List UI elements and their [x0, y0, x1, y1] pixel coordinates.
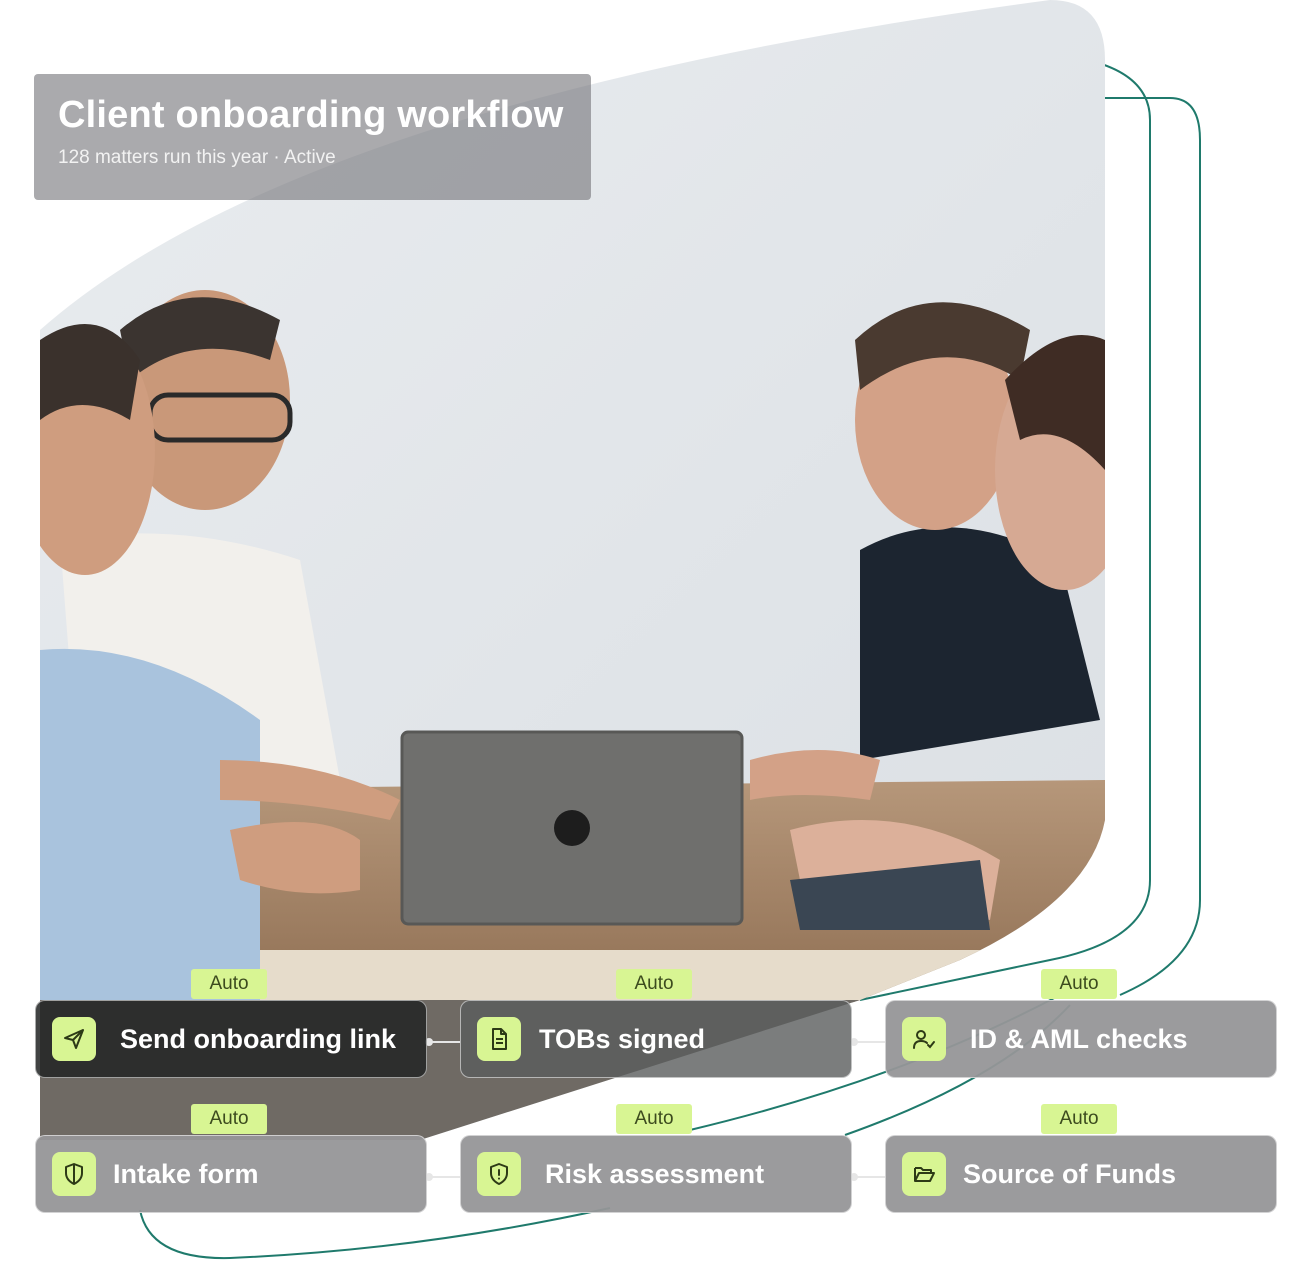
workflow-status: 128 matters run this year · Active — [58, 147, 336, 168]
step-label: Source of Funds — [963, 1158, 1177, 1189]
auto-badge: Auto — [1041, 1104, 1117, 1134]
step-connector — [425, 1173, 460, 1181]
step-tobs-signed[interactable]: TOBs signed — [460, 1000, 852, 1078]
step-label: Send onboarding link — [120, 1023, 396, 1054]
folder-open-icon — [902, 1152, 946, 1196]
step-send-onboarding-link[interactable]: Send onboarding link — [35, 1000, 427, 1078]
step-label: Intake form — [113, 1158, 259, 1189]
step-label: TOBs signed — [539, 1023, 706, 1054]
step-source-of-funds[interactable]: Source of Funds — [885, 1135, 1277, 1213]
auto-badge: Auto — [616, 969, 692, 999]
auto-badge: Auto — [191, 969, 267, 999]
send-icon — [52, 1017, 96, 1061]
step-connector — [425, 1038, 460, 1046]
auto-badge: Auto — [616, 1104, 692, 1134]
auto-badge: Auto — [1041, 969, 1117, 999]
step-intake-form[interactable]: Intake form — [35, 1135, 427, 1213]
shield-icon — [52, 1152, 96, 1196]
step-label: ID & AML checks — [970, 1023, 1188, 1054]
step-connector — [850, 1038, 885, 1046]
page-title: Client onboarding workflow — [58, 94, 564, 136]
document-icon — [477, 1017, 521, 1061]
step-label: Risk assessment — [545, 1158, 765, 1189]
step-id-aml-checks[interactable]: ID & AML checks — [885, 1000, 1277, 1078]
step-risk-assessment[interactable]: Risk assessment — [460, 1135, 852, 1213]
step-connector — [850, 1173, 885, 1181]
user-check-icon — [902, 1017, 946, 1061]
workflow-header: Client onboarding workflow 128 matters r… — [34, 74, 591, 200]
shield-alert-icon — [477, 1152, 521, 1196]
auto-badge: Auto — [191, 1104, 267, 1134]
